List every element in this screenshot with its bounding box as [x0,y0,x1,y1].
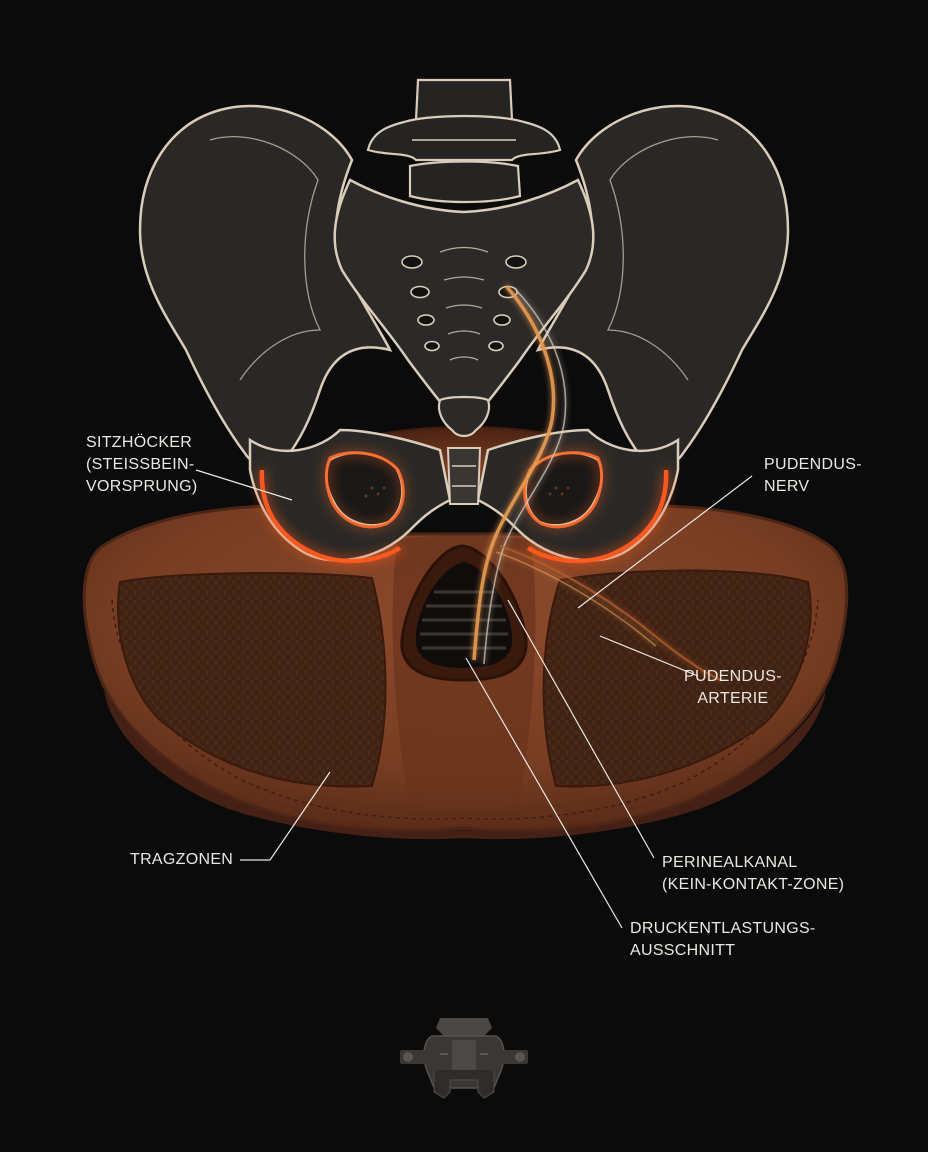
label-pudendal-nerve-line-1: PUDENDUS- [764,456,862,473]
label-perineal-channel: PERINEALKANAL (KEIN-KONTAKT-ZONE) [662,852,844,896]
support-zone-right [542,569,812,788]
saddle-clamp-icon [400,1018,528,1099]
leader-pudendal-nerve [577,475,753,609]
label-relief-cutout: DRUCKENTLASTUNGS- AUSSCHNITT [630,918,816,962]
label-ischial-line-2: (STEISSBEIN- [86,456,195,473]
coccyx [437,395,491,438]
leader-perineal-channel [507,599,655,859]
pubic-symphysis [446,447,482,505]
pudendal-artery-path [499,544,721,681]
pudendal-nerve-path [472,284,556,661]
leader-relief-cutout [465,657,623,929]
pudendal-nerve-path-2 [483,289,567,665]
sit-bone-pressure-glow [259,451,669,564]
label-pudendal-nerve: PUDENDUS- NERV [764,454,862,498]
label-relief-cutout-line-2: AUSSCHNITT [630,942,736,959]
label-pudendal-artery-line-2: ARTERIE [697,690,769,707]
label-ischial-tuberosity: SITZHÖCKER (STEISSBEIN- VORSPRUNG) [86,432,197,498]
leader-lines [195,469,753,929]
label-pudendal-artery-line-1: PUDENDUS- [684,668,782,685]
leader-support-zones [240,771,331,861]
label-relief-cutout-line-1: DRUCKENTLASTUNGS- [630,920,816,937]
leader-ischial [195,469,293,501]
sacrum [333,178,595,406]
label-ischial-line-1: SITZHÖCKER [86,434,193,451]
label-support-zones-line-1: TRAGZONEN [130,851,234,868]
saddle [82,426,849,840]
ilium-right [535,104,790,467]
lumbar-spine [366,78,562,204]
label-ischial-line-3: VORSPRUNG) [86,478,198,495]
leader-pudendal-artery [599,635,699,677]
ilium-left [138,104,393,467]
label-pudendal-nerve-line-2: NERV [764,478,810,495]
pelvis [138,104,790,562]
pudendal-vessels [472,284,721,681]
label-perineal-channel-line-1: PERINEALKANAL [662,854,798,871]
label-pudendal-artery: PUDENDUS- ARTERIE [684,666,782,710]
label-support-zones: TRAGZONEN [130,849,233,871]
support-zone-left [116,572,387,788]
label-perineal-channel-line-2: (KEIN-KONTAKT-ZONE) [662,876,845,893]
